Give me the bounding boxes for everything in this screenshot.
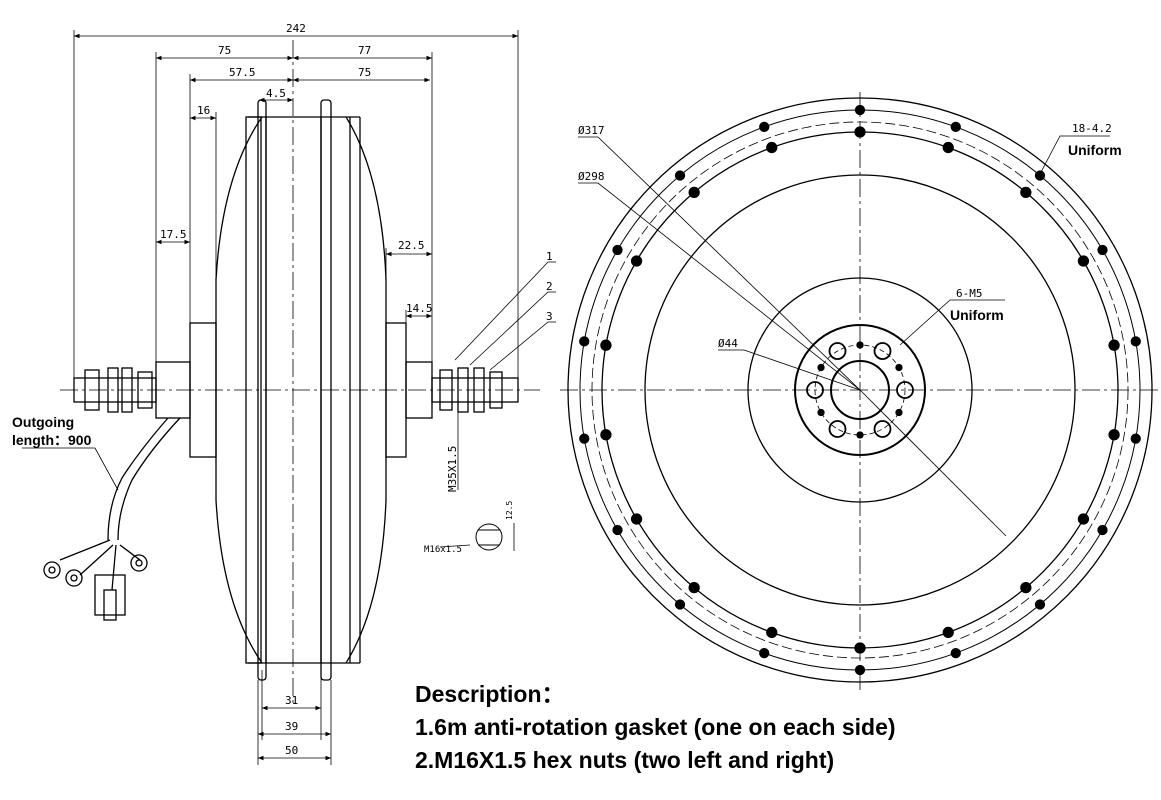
nut-thread: M16x1.5	[424, 545, 462, 555]
bolt-hole	[942, 141, 954, 154]
cable	[43, 417, 181, 621]
hub-bolt-holes	[806, 341, 914, 439]
dim-right-half: 77	[358, 44, 371, 57]
dim-thread: M35X1.5	[446, 446, 459, 492]
description-line-2: 2.M16X1.5 hex nuts (two left and right)	[415, 747, 835, 773]
bolt-hole	[630, 513, 643, 525]
side-view	[22, 30, 556, 765]
bolt-hole	[630, 255, 643, 267]
front-view-labels: Ø317 Ø298 Ø44 18-4.2 Uniform 6-M5 Unifor…	[578, 122, 1122, 350]
hub-screw-hole	[873, 420, 892, 438]
hub-screw-hole	[828, 420, 847, 438]
dim-shoulder: 16	[197, 104, 210, 117]
bolt-hole	[674, 599, 686, 610]
hub-pin-hole	[856, 431, 864, 439]
bolt-hole	[1097, 244, 1108, 256]
bolt-hole	[854, 664, 866, 676]
dim-left-axle: 17.5	[160, 228, 187, 241]
dim-right-step: 14.5	[406, 302, 433, 315]
left-axle	[73, 322, 217, 458]
bolt-hole	[688, 581, 700, 594]
hub-pin-hole	[856, 341, 864, 349]
bolt-hole	[600, 429, 612, 441]
description-title: Description：	[415, 681, 565, 707]
bolt-hole	[1077, 513, 1090, 525]
hub-holes-spec: 6-M5	[956, 287, 983, 300]
description-block: Description： 1.6m anti-rotation gasket (…	[415, 678, 896, 777]
outer-bolt-holes	[579, 104, 1141, 676]
side-view-labels: 242 75 77 57.5 75 4.5 16 17.5 22.5 14.5 …	[12, 22, 553, 757]
hub-screw-hole	[896, 381, 914, 399]
callout-1: 1	[546, 250, 553, 263]
dim-right-flange: 75	[358, 66, 371, 79]
description-line-1: 1.6m anti-rotation gasket (one on each s…	[415, 714, 896, 740]
bolt-hole	[674, 170, 686, 181]
outer-holes-spec: 18-4.2	[1072, 122, 1112, 135]
dim-rim-mid: 39	[285, 720, 298, 733]
dim-rim-inner: 31	[285, 694, 298, 707]
dim-rim-gap: 4.5	[266, 87, 286, 100]
bolt-hole	[1130, 336, 1141, 347]
right-axle	[385, 322, 519, 458]
dim-left-half: 75	[218, 44, 231, 57]
dim-rim-outer: 50	[285, 744, 298, 757]
outgoing-label: Outgoing	[12, 414, 74, 430]
bolt-hole	[854, 104, 866, 116]
hub-pin-hole	[817, 363, 825, 372]
outer-rim	[567, 97, 1153, 683]
bolt-hole	[1034, 599, 1046, 610]
bolt-hole	[759, 121, 770, 133]
front-view	[560, 92, 1160, 690]
bolt-hole	[1034, 170, 1046, 181]
hub-holes-note: Uniform	[950, 307, 1004, 323]
nut-flat: 12.5	[505, 501, 514, 520]
hub-screw-hole	[828, 342, 847, 360]
bolt-hole	[688, 186, 700, 199]
bolt-hole	[579, 433, 590, 444]
bolt-hole	[612, 524, 623, 536]
dia-hub: Ø44	[718, 337, 738, 350]
dim-right-axle: 22.5	[398, 239, 425, 252]
bolt-hole	[612, 244, 623, 256]
callout-3: 3	[546, 310, 553, 323]
dim-overall: 242	[286, 22, 306, 35]
bolt-hole	[1130, 433, 1141, 444]
bolt-hole	[766, 141, 778, 154]
bolt-hole	[1108, 429, 1120, 441]
hub-pin-hole	[895, 408, 903, 417]
bolt-hole	[854, 126, 866, 138]
dim-left-flange: 57.5	[229, 66, 256, 79]
bolt-hole	[1077, 255, 1090, 267]
hub-pin-hole	[895, 363, 903, 372]
dia-inner: Ø298	[578, 170, 605, 183]
dimension-lines	[22, 30, 556, 765]
bolt-hole	[1097, 524, 1108, 536]
nut-detail	[439, 523, 515, 551]
dia-outer: Ø317	[578, 124, 605, 137]
bolt-hole	[950, 647, 961, 659]
bolt-hole	[942, 626, 954, 639]
hub-screw-hole	[873, 342, 892, 360]
bolt-hole	[1108, 339, 1120, 351]
bolt-hole	[600, 339, 612, 351]
hub-screw-hole	[806, 381, 824, 399]
outgoing-length: length：900	[12, 432, 92, 448]
bolt-hole	[1020, 581, 1032, 594]
bolt-hole	[854, 642, 866, 654]
bolt-hole	[579, 336, 590, 347]
bolt-hole	[950, 121, 961, 133]
bolt-hole	[766, 626, 778, 639]
hub-pin-hole	[817, 408, 825, 417]
bolt-hole	[759, 647, 770, 659]
bolt-hole	[1020, 186, 1032, 199]
callout-2: 2	[546, 280, 553, 293]
outer-holes-note: Uniform	[1068, 142, 1122, 158]
